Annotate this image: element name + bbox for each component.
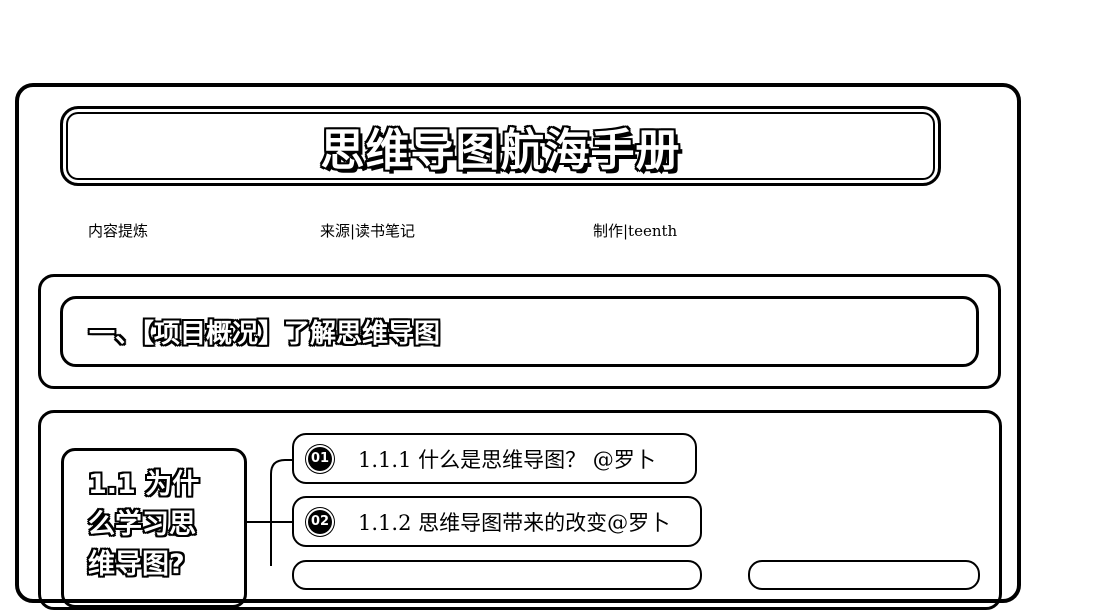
number-badge: 02 (308, 509, 332, 534)
meta-summary: 内容提炼 (88, 222, 149, 240)
page-title: 思维导图航海手册 (320, 125, 681, 176)
subtopic-node-1[interactable]: 01 1.1.1 什么是思维导图？ @罗卜 (292, 433, 697, 484)
subtopic-node-2[interactable]: 02 1.1.2 思维导图带来的改变@罗卜 (292, 496, 702, 547)
meta-source: 来源|读书笔记 (320, 222, 416, 240)
topic-label: 1.1 为什么学习思维导图? (88, 469, 200, 580)
section-heading: 一、【项目概况】了解思维导图 (89, 319, 441, 349)
subtopic-label: 1.1.2 思维导图带来的改变@罗卜 (358, 510, 671, 535)
section-container (38, 274, 1001, 389)
number-badge: 01 (308, 446, 332, 471)
subtopic-node-4[interactable] (748, 560, 980, 590)
meta-author: 制作|teenth (593, 222, 678, 240)
title-banner: 思维导图航海手册 (60, 106, 941, 186)
topic-node[interactable]: 1.1 为什么学习思维导图? (61, 448, 247, 608)
subtopic-node-3[interactable] (292, 560, 702, 590)
subtopic-label: 1.1.1 什么是思维导图？ @罗卜 (358, 447, 656, 472)
section-heading-box: 一、【项目概况】了解思维导图 (60, 296, 979, 367)
